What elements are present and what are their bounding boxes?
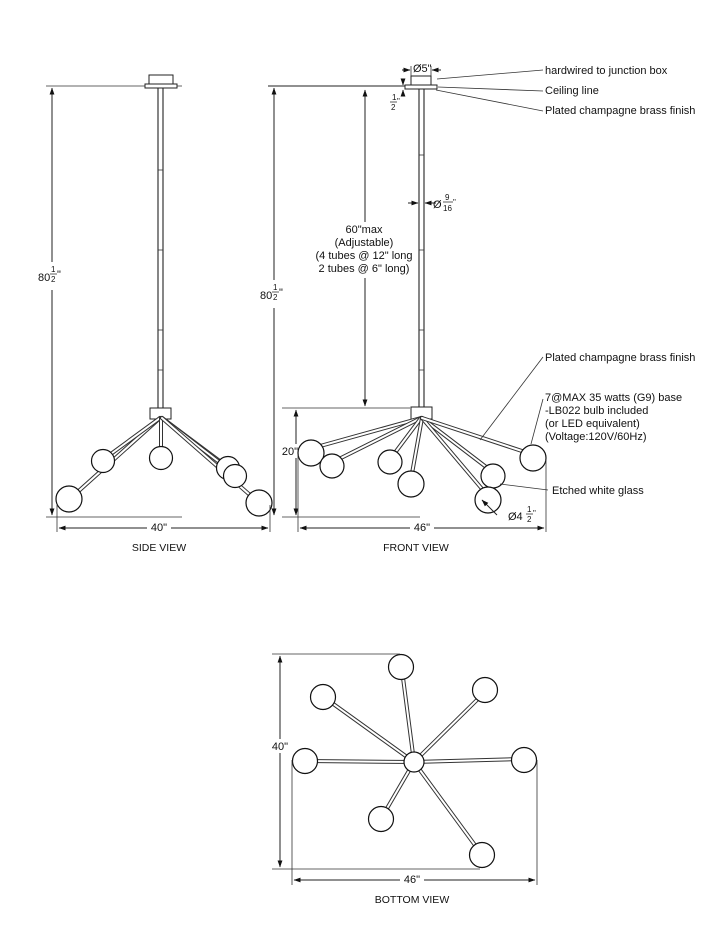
svg-text:(or LED equivalent): (or LED equivalent)	[545, 418, 640, 430]
svg-text:Ø4: Ø4	[508, 511, 523, 523]
svg-text:80: 80	[38, 272, 50, 284]
svg-text:2: 2	[527, 515, 532, 524]
callout-etched-glass: Etched white glass	[552, 485, 644, 497]
svg-text:(4 tubes @ 12" long: (4 tubes @ 12" long	[315, 250, 412, 262]
front-canopy	[404, 75, 438, 90]
front-view-title: FRONT VIEW	[383, 542, 449, 554]
svg-text:16: 16	[443, 204, 452, 213]
svg-text:2: 2	[391, 103, 396, 112]
front-height-label: 80 1 2 "	[260, 283, 283, 302]
svg-text:": "	[453, 198, 456, 207]
svg-text:": "	[533, 509, 536, 518]
svg-text:": "	[397, 97, 400, 106]
callout-finish-canopy: Plated champagne brass finish	[545, 105, 695, 117]
canopy-height-label: 1 2 "	[390, 93, 400, 112]
svg-text:Ø: Ø	[433, 199, 442, 211]
side-height-label: 80 1 2 "	[38, 265, 61, 284]
svg-text:1: 1	[51, 265, 56, 274]
side-width-label: 40"	[151, 522, 167, 534]
globe-diameter-label: Ø4 1 2 "	[508, 505, 536, 524]
svg-text:1: 1	[392, 93, 397, 102]
svg-text:2: 2	[273, 293, 278, 302]
front-view: Ø5" 1 2 " Ø 9 16 "	[258, 63, 547, 554]
canopy-diameter-label: Ø5"	[413, 63, 432, 75]
svg-text:(Voltage:120V/60Hz): (Voltage:120V/60Hz)	[545, 431, 647, 443]
bottom-depth-label: 40"	[272, 741, 288, 753]
svg-text:2 tubes @ 6" long): 2 tubes @ 6" long)	[319, 263, 410, 275]
svg-text:9: 9	[445, 193, 450, 202]
side-view: 80 1 2 " 40" SIDE VIEW	[36, 74, 273, 554]
bottom-globes	[291, 653, 538, 869]
callout-ceiling-line: Ceiling line	[545, 85, 599, 97]
front-width-label: 46"	[414, 522, 430, 534]
rod-diameter-label: Ø 9 16 "	[433, 193, 456, 213]
bottom-view: 40" 46" BOTTOM VIEW	[268, 653, 538, 906]
bottom-hub	[403, 751, 425, 773]
svg-text:": "	[279, 287, 283, 299]
svg-text:1: 1	[527, 505, 532, 514]
rod-length-note: 60"max (Adjustable) (4 tubes @ 12" long …	[315, 224, 412, 275]
svg-text:": "	[57, 269, 61, 281]
side-canopy	[144, 74, 178, 89]
svg-text:7@MAX 35 watts (G9) base: 7@MAX 35 watts (G9) base	[545, 392, 682, 404]
svg-text:80: 80	[260, 290, 272, 302]
svg-text:(Adjustable): (Adjustable)	[335, 237, 394, 249]
front-arms	[311, 416, 533, 498]
svg-text:-LB022 bulb included: -LB022 bulb included	[545, 405, 648, 417]
bottom-view-title: BOTTOM VIEW	[375, 894, 450, 906]
bottom-width-label: 46"	[404, 874, 420, 886]
front-globes	[297, 439, 547, 514]
svg-text:1: 1	[273, 283, 278, 292]
side-view-title: SIDE VIEW	[132, 542, 186, 554]
body-height-label: 20"	[282, 446, 298, 458]
svg-text:2: 2	[51, 275, 56, 284]
callouts: hardwired to junction box Ceiling line P…	[435, 65, 695, 497]
front-down-rod	[418, 89, 425, 408]
svg-text:60"max: 60"max	[346, 224, 383, 236]
callout-finish-arms: Plated champagne brass finish	[545, 352, 695, 364]
callout-junction-box: hardwired to junction box	[545, 65, 668, 77]
side-down-rod	[157, 88, 164, 408]
callout-bulb-spec: 7@MAX 35 watts (G9) base -LB022 bulb inc…	[545, 392, 682, 443]
